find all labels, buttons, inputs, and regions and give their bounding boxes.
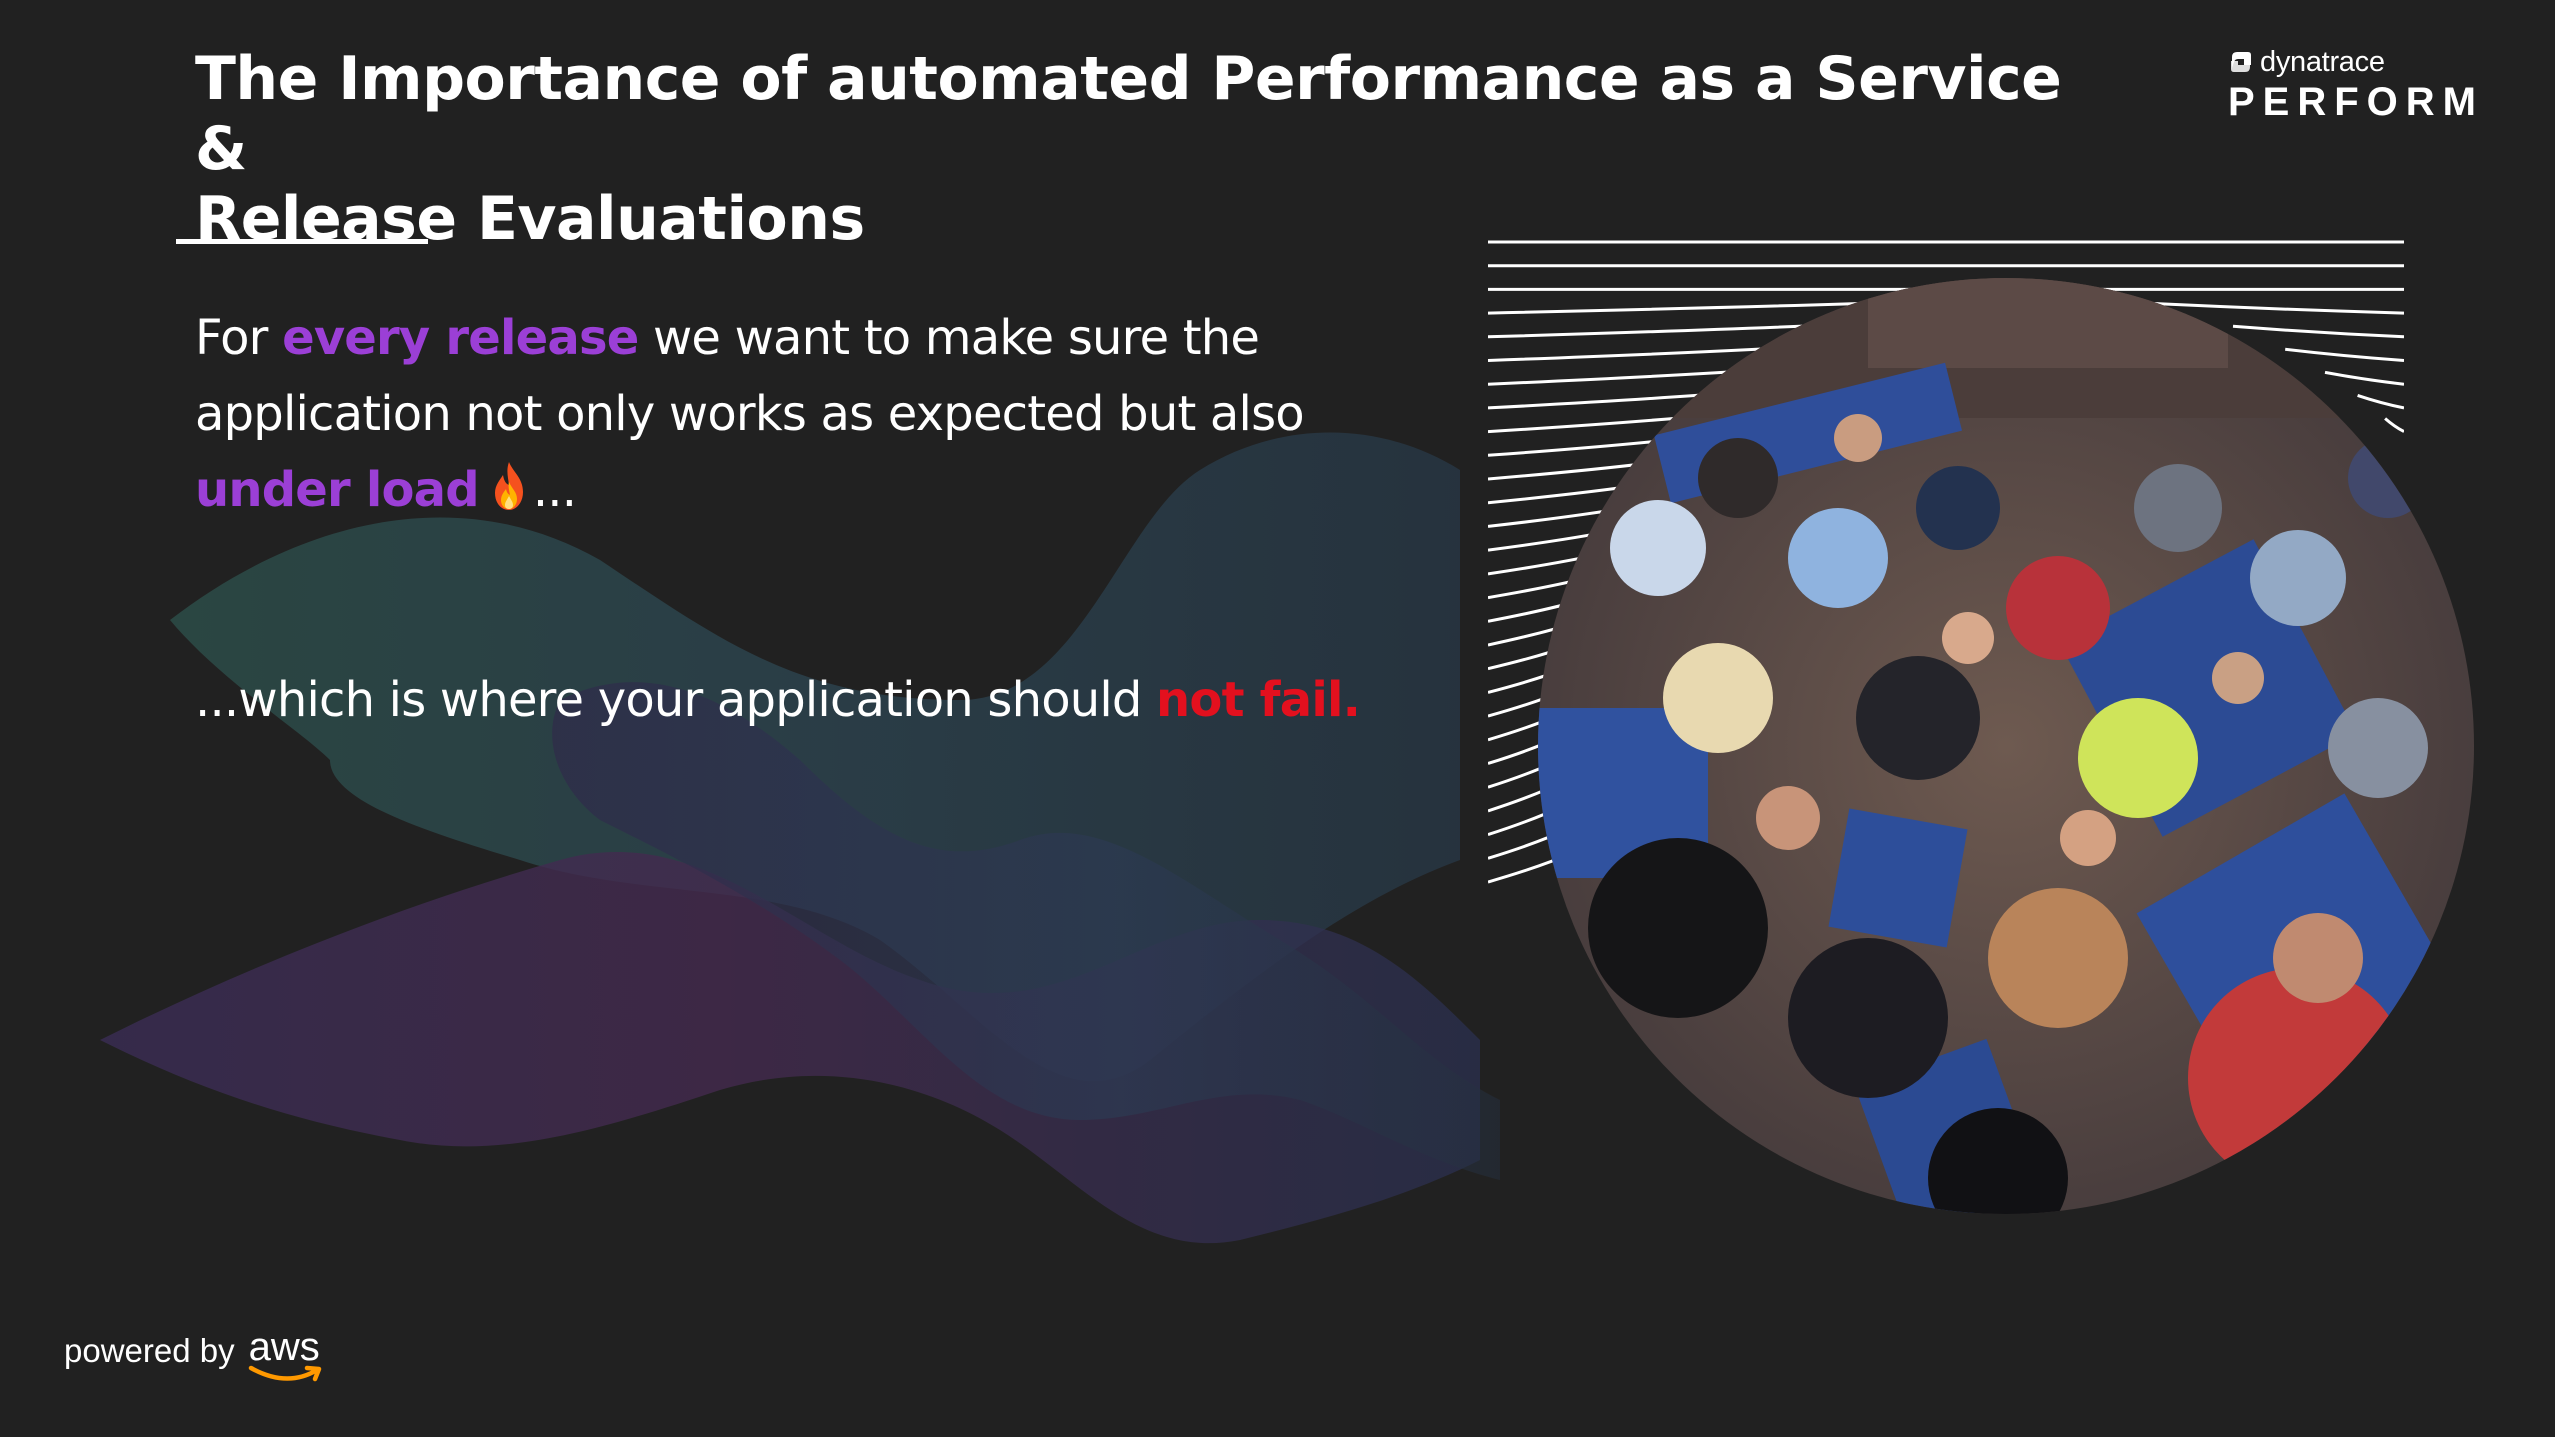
powered-by-label: powered by — [64, 1332, 235, 1369]
body-line-1-pre: For — [195, 310, 283, 366]
powered-by-aws: powered by aws — [64, 1325, 327, 1386]
fire-icon — [494, 462, 523, 510]
logo-event-name: PERFORM — [2228, 80, 2484, 124]
dynatrace-perform-logo: dynatrace PERFORM — [2228, 44, 2488, 125]
decorative-line — [2232, 324, 2404, 339]
slide-title: The Importance of automated Performance … — [195, 44, 2095, 254]
decorative-line — [2384, 417, 2404, 433]
decorative-line — [2357, 393, 2404, 410]
decorative-line — [2147, 301, 2404, 315]
body-line-3: under load ... — [195, 452, 1495, 528]
body-line-2: application not only works as expected b… — [195, 386, 1305, 442]
wave-purple — [100, 851, 1480, 1244]
body-line-1: For every release we want to make sure t… — [195, 300, 1495, 376]
highlight-not-fail: not fail. — [1156, 672, 1361, 728]
crowd-photo-illustration — [1538, 278, 2474, 1214]
body-paragraph: For every release we want to make sure t… — [195, 300, 1495, 528]
crowd-photo — [1538, 278, 2474, 1214]
dynatrace-logo-icon — [2231, 52, 2251, 72]
tagline-pre: ...which is where your application shoul… — [195, 672, 1157, 728]
logo-brand-name: dynatrace — [2260, 45, 2385, 78]
wave-indigo — [552, 682, 1500, 1180]
aws-logo-text: aws — [248, 1325, 320, 1369]
body-line-3-post: ... — [532, 462, 577, 518]
highlight-under-load: under load — [195, 462, 480, 518]
slide-title-line-1: The Importance of automated Performance … — [195, 44, 2062, 184]
tagline: ...which is where your application shoul… — [195, 672, 1361, 728]
highlight-every-release: every release — [282, 310, 639, 366]
aws-logo: aws — [247, 1325, 327, 1386]
decorative-line — [2324, 370, 2404, 386]
body-line-1-post: we want to make sure the — [638, 310, 1260, 366]
aws-smile-icon — [248, 1365, 321, 1382]
title-underline — [176, 239, 428, 244]
decorative-line — [2285, 347, 2404, 362]
